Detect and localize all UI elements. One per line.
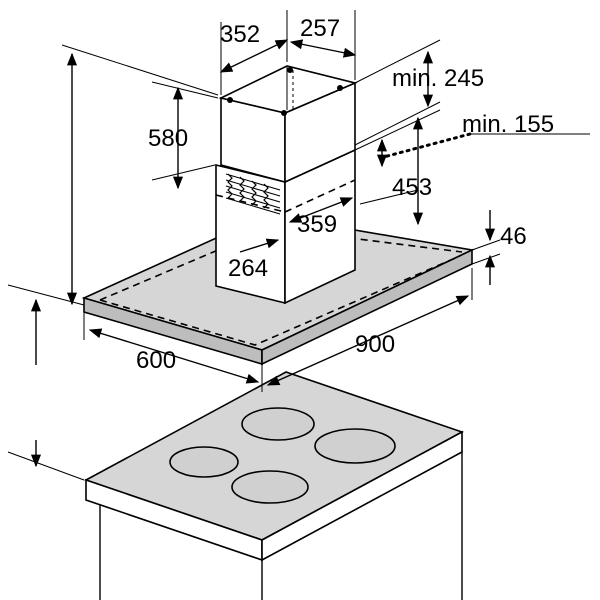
burner-back-right — [314, 428, 396, 464]
dim-canopy-width: 900 — [355, 331, 395, 358]
dim-chimney-width: 352 — [220, 21, 260, 48]
burner-back-left — [241, 407, 315, 441]
dim-canopy-depth: 600 — [136, 347, 176, 374]
dim-inner-width: 359 — [297, 211, 337, 238]
burner-front-left — [169, 446, 239, 478]
dimension-lines — [7, 10, 590, 481]
dim-inner-depth: 264 — [228, 255, 268, 282]
cooktop — [84, 371, 464, 600]
burner-front-right — [231, 470, 309, 504]
dim-inner-height: 453 — [392, 174, 432, 201]
dim-chimney-height: 580 — [148, 125, 188, 152]
dim-chimney-depth: 257 — [300, 15, 340, 42]
dim-canopy-height: 46 — [500, 223, 527, 250]
chimney — [215, 65, 358, 305]
dim-ceiling-gap: min. 245 — [392, 65, 484, 92]
vent-grille — [225, 173, 281, 215]
dim-ceiling-gap-alt: min. 155 — [462, 111, 554, 138]
